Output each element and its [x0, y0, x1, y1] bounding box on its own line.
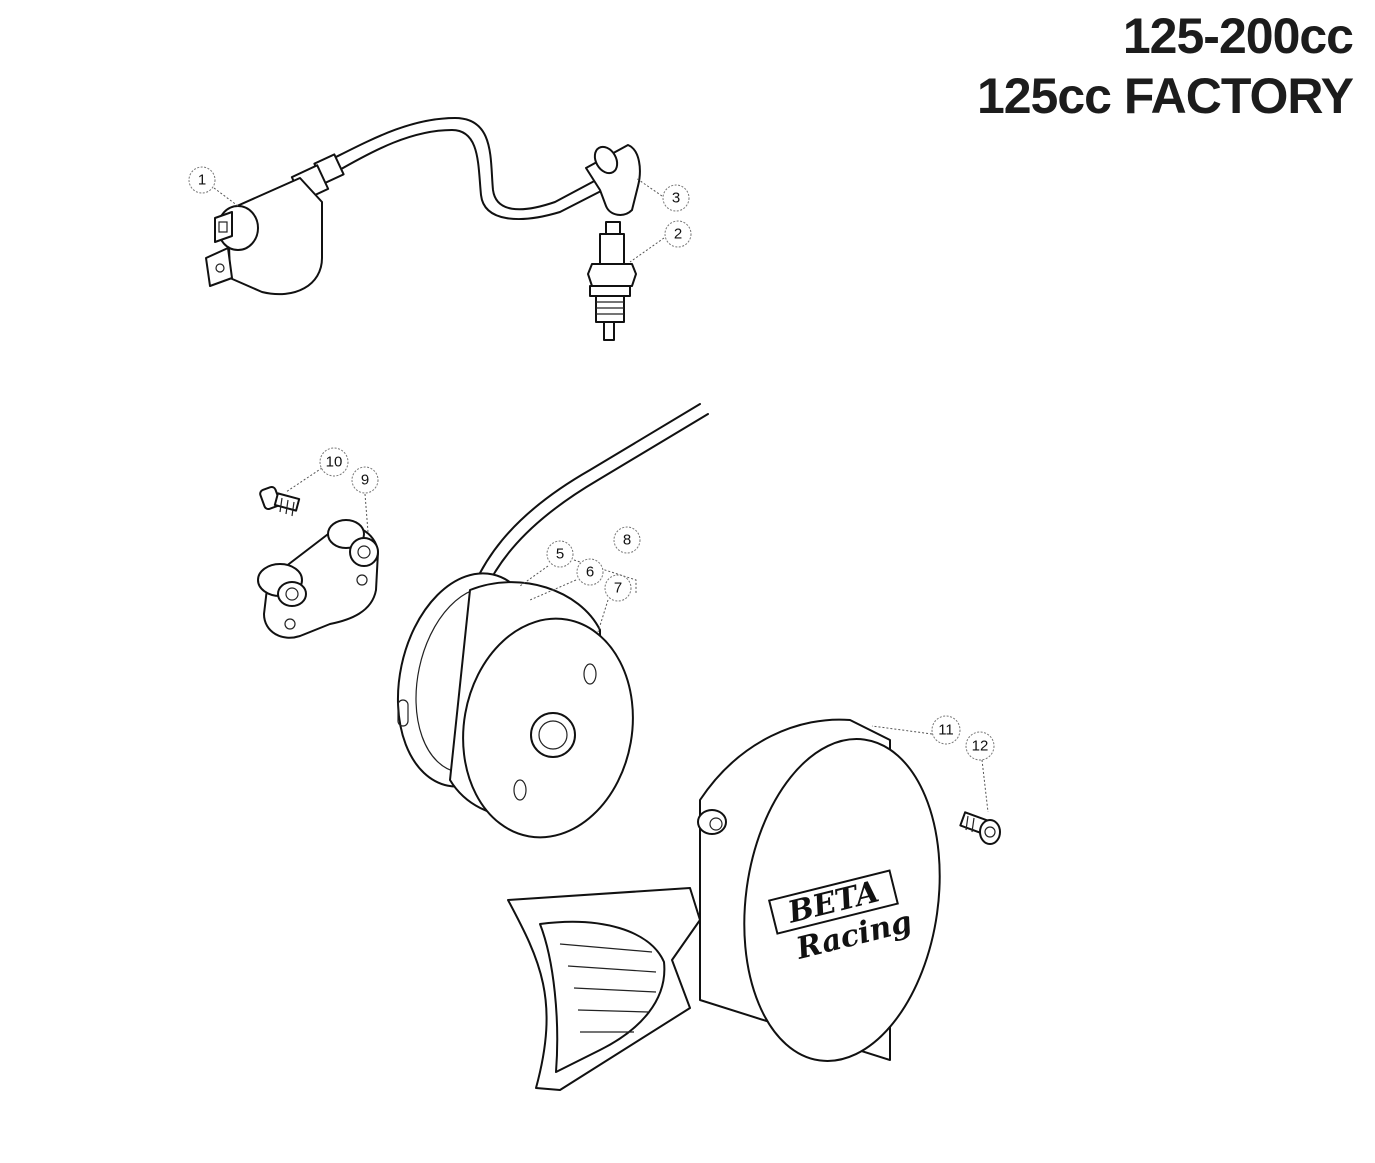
callout-label: 7 — [614, 580, 622, 597]
callout-1: 1 — [188, 166, 216, 194]
title-block: 125-200cc 125cc FACTORY — [976, 6, 1354, 126]
callout-label: 1 — [198, 172, 206, 189]
callout-label: 3 — [672, 190, 680, 207]
callout-2: 2 — [664, 220, 692, 248]
callout-12: 12 — [965, 731, 995, 761]
ignition-coil — [205, 117, 604, 296]
hv-cable — [329, 117, 601, 211]
callout-label: 12 — [972, 738, 989, 755]
mounting-bracket — [257, 519, 379, 639]
spark-plug-cap — [585, 144, 641, 216]
callout-label: 9 — [361, 472, 369, 489]
callout-label: 5 — [556, 546, 564, 563]
callout-8: 8 — [613, 526, 641, 554]
callout-label: 10 — [326, 454, 343, 471]
callout-11: 11 — [931, 715, 961, 745]
title-line-1: 125-200cc — [1122, 8, 1354, 64]
title-line-2: 125cc FACTORY — [976, 68, 1354, 124]
callout-label: 8 — [623, 532, 631, 549]
flywheel-rotor — [449, 581, 634, 839]
callout-10: 10 — [319, 447, 349, 477]
callout-9: 9 — [351, 466, 379, 494]
callout-7: 7 — [604, 574, 632, 602]
callout-label: 6 — [586, 564, 594, 581]
callout-label: 2 — [674, 226, 682, 243]
flywheel-cover: BETA Racing — [507, 718, 941, 1091]
leader-lines — [213, 177, 989, 813]
bracket-screw — [259, 485, 301, 517]
callout-label: 11 — [938, 722, 954, 739]
callout-3: 3 — [662, 184, 690, 212]
cover-screw — [959, 811, 1001, 845]
spark-plug — [587, 221, 637, 341]
callout-5: 5 — [546, 540, 574, 568]
callout-6: 6 — [576, 558, 604, 586]
